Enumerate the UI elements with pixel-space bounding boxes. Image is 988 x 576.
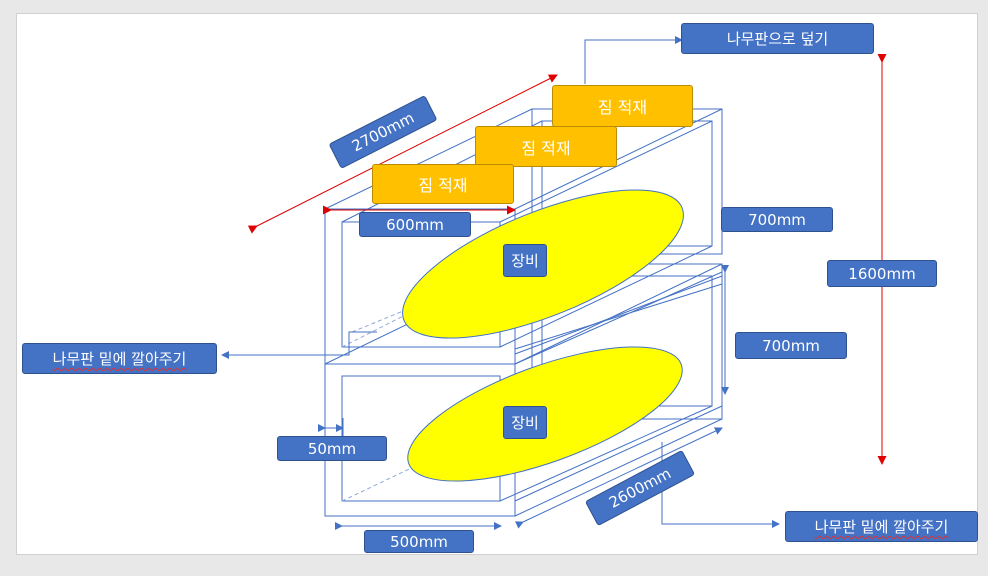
height-label-700-lower: 700mm (735, 332, 847, 359)
equipment-label-lower: 장비 (503, 406, 547, 439)
cargo-label-middle: 짐 적재 (475, 126, 617, 167)
under-right-label: 나무판 밑에 깔아주기 (785, 511, 978, 542)
gap-label-50: 50mm (277, 436, 387, 461)
cargo-label-back: 짐 적재 (552, 85, 693, 127)
under-left-label: 나무판 밑에 깔아주기 (22, 343, 217, 374)
under-right-text: 나무판 밑에 깔아주기 (814, 518, 949, 536)
top-cover-label: 나무판으로 덮기 (681, 23, 874, 54)
cargo-label-front: 짐 적재 (372, 164, 514, 204)
width-label-500: 500mm (364, 530, 474, 553)
height-label-700-upper: 700mm (721, 207, 833, 232)
under-left-text: 나무판 밑에 깔아주기 (52, 350, 187, 368)
leader-top-cover (584, 36, 683, 84)
height-label-1600: 1600mm (827, 260, 937, 287)
depth-arrow-2600 (514, 427, 723, 529)
width-label-600: 600mm (359, 212, 471, 237)
leader-under-left (221, 347, 350, 359)
diagram-canvas: 나무판으로 덮기 짐 적재 짐 적재 짐 적재 2700mm 600mm 700… (16, 13, 978, 555)
equipment-label-upper: 장비 (503, 244, 547, 277)
depth-arrow-2700 (247, 74, 558, 234)
